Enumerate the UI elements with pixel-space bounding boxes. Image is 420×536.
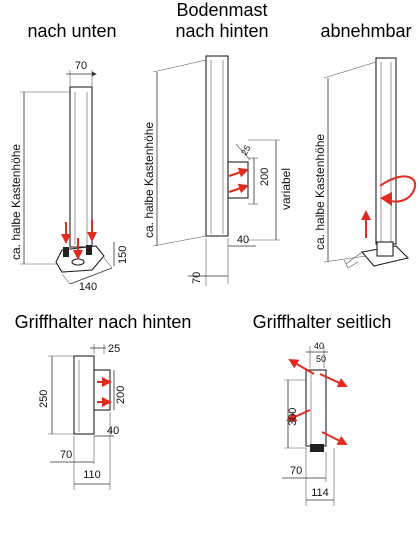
- post: [73, 355, 95, 435]
- figure-abnehmbar: ca. halbe Kastenhöhe: [313, 57, 417, 269]
- dim-300: 300: [287, 408, 299, 426]
- dim-140: 140: [79, 281, 97, 293]
- post: [69, 86, 93, 248]
- figure-griffhalter-hinten: 25 200 250 40 70 110: [38, 343, 127, 490]
- rotate-arrow: [379, 175, 417, 203]
- title-griffhalter-hinten: Griffhalter nach hinten: [15, 312, 192, 332]
- dim-200-b: 200: [115, 386, 127, 404]
- dim-70-c: 70: [290, 465, 302, 477]
- dim-114: 114: [311, 487, 329, 499]
- title-bodenmast: Bodenmast: [176, 0, 267, 20]
- title-abnehmbar: abnehmbar: [320, 21, 411, 41]
- dim-70-2: 70: [191, 272, 203, 284]
- dim-70: 70: [75, 60, 87, 72]
- title-nach-hinten: nach hinten: [175, 21, 268, 41]
- dim-40-b: 40: [107, 425, 119, 437]
- label-kastenhoehe-3: ca. halbe Kastenhöhe: [313, 134, 327, 250]
- bracket: [227, 161, 249, 199]
- dim-150: 150: [117, 246, 129, 264]
- dim-25-b: 25: [108, 343, 120, 355]
- dim-50: 50: [316, 354, 326, 364]
- dim-40-c: 40: [314, 341, 324, 351]
- figure-griffhalter-seitlich: 40 50 300 70 114: [282, 341, 348, 506]
- title-griffhalter-seitlich: Griffhalter seitlich: [253, 312, 392, 332]
- label-kastenhoehe-2: ca. halbe Kastenhöhe: [142, 122, 156, 238]
- figure-bodenmast: ca. halbe Kastenhöhe 25 200 variabel 40 …: [142, 55, 293, 286]
- post: [205, 55, 229, 237]
- dim-40: 40: [237, 234, 249, 246]
- handle-bracket: [93, 369, 111, 411]
- dim-70-b: 70: [60, 449, 72, 461]
- post: [305, 369, 327, 447]
- label-variabel: variabel: [279, 168, 293, 210]
- dim-200: 200: [259, 168, 271, 186]
- figure-nach-unten: 70 ca. halbe Kastenhöhe 140 150: [9, 60, 129, 293]
- post: [375, 57, 397, 245]
- label-kastenhoehe: ca. halbe Kastenhöhe: [9, 144, 23, 260]
- dim-250: 250: [38, 390, 50, 408]
- title-nach-unten: nach unten: [27, 21, 116, 41]
- dim-25: 25: [239, 143, 253, 157]
- dim-110: 110: [83, 469, 101, 481]
